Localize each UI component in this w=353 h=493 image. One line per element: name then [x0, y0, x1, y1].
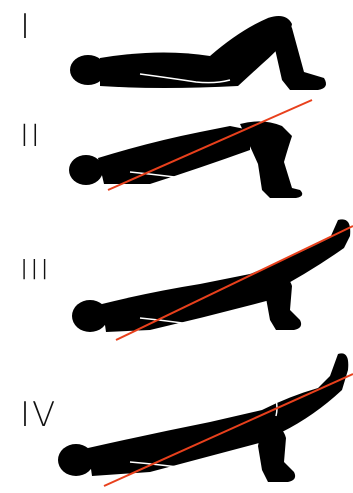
panel-1: I: [0, 0, 353, 110]
panel-3: III: [0, 220, 353, 360]
raised-leg-4: [262, 353, 348, 432]
panel-label-3: III: [20, 256, 51, 284]
support-leg-4: [258, 425, 295, 482]
panel-label-1: I: [20, 10, 32, 44]
alignment-line-3: [116, 226, 353, 340]
panel-label-4: IV: [20, 398, 57, 432]
figure-silhouette-3: [0, 220, 353, 360]
support-leg-3: [266, 276, 301, 330]
torso-2: [98, 126, 250, 184]
panel-4: IV: [0, 360, 353, 493]
alignment-line-4: [104, 374, 353, 486]
shin-1: [268, 17, 326, 90]
figure-silhouette-1: [0, 0, 353, 110]
head-2: [69, 155, 103, 185]
extended-leg-3: [250, 219, 350, 292]
leg-2: [240, 121, 302, 198]
panel-label-2: II: [20, 122, 42, 152]
panel-2: II: [0, 110, 353, 220]
figure-silhouette-2: [0, 110, 353, 220]
